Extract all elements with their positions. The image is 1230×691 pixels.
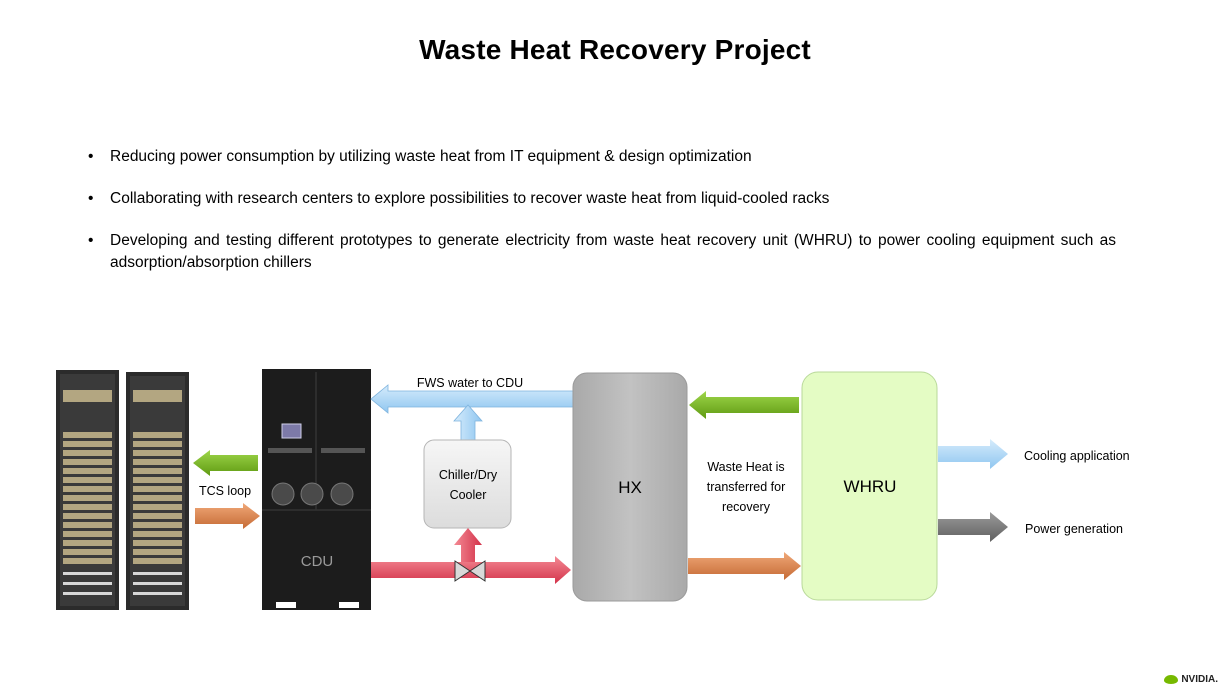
cooling-application-label: Cooling application	[1024, 449, 1130, 463]
fws-water-label: FWS water to CDU	[417, 376, 523, 390]
bullet-text: Reducing power consumption by utilizing …	[110, 148, 752, 165]
chiller-label-line2: Cooler	[450, 488, 487, 502]
nvidia-wordmark: NVIDIA.	[1181, 674, 1218, 685]
tcs-loop-label: TCS loop	[199, 484, 251, 498]
cooling-application-arrow	[938, 439, 1008, 469]
nvidia-eye-icon	[1164, 675, 1179, 684]
server-rack-icon	[126, 372, 189, 610]
cdu-cabinet-icon	[262, 369, 371, 610]
server-rack-icon	[56, 370, 119, 610]
power-generation-arrow	[938, 512, 1008, 542]
valve-icon	[454, 560, 486, 582]
chiller-supply-arrow	[453, 404, 483, 441]
bullet-text: Collaborating with research centers to e…	[110, 190, 830, 207]
waste-heat-arrow	[688, 552, 801, 580]
whru-box	[801, 371, 938, 601]
cdu-label: CDU	[301, 553, 334, 570]
whru-return-arrow	[689, 391, 799, 419]
bullet-item: • Collaborating with research centers to …	[88, 188, 1116, 210]
tcs-supply-arrow	[195, 503, 260, 529]
waste-heat-label-line2: transferred for	[707, 480, 786, 494]
waste-heat-label-line3: recovery	[722, 500, 771, 514]
bullet-text: Developing and testing different prototy…	[110, 232, 1116, 271]
nvidia-logo: NVIDIA.	[1164, 674, 1218, 685]
tcs-return-arrow	[193, 450, 258, 476]
power-generation-label: Power generation	[1025, 522, 1123, 536]
bullet-dot: •	[88, 148, 94, 165]
chiller-label-line1: Chiller/Dry	[439, 468, 498, 482]
chiller-dry-cooler-box	[423, 439, 512, 529]
chiller-return-arrow	[454, 528, 482, 562]
bullet-list: • Reducing power consumption by utilizing…	[88, 146, 1116, 294]
waste-heat-label-line1: Waste Heat is	[707, 460, 784, 474]
bullet-dot: •	[88, 190, 94, 207]
whru-label: WHRU	[844, 477, 897, 496]
fws-water-arrow	[370, 384, 574, 414]
bullet-dot: •	[88, 232, 94, 249]
bullet-item: • Reducing power consumption by utilizing…	[88, 146, 1116, 168]
bullet-item: • Developing and testing different protot…	[88, 230, 1116, 274]
hx-box	[572, 372, 688, 602]
slide-title: Waste Heat Recovery Project	[419, 34, 811, 65]
hx-label: HX	[618, 478, 642, 497]
